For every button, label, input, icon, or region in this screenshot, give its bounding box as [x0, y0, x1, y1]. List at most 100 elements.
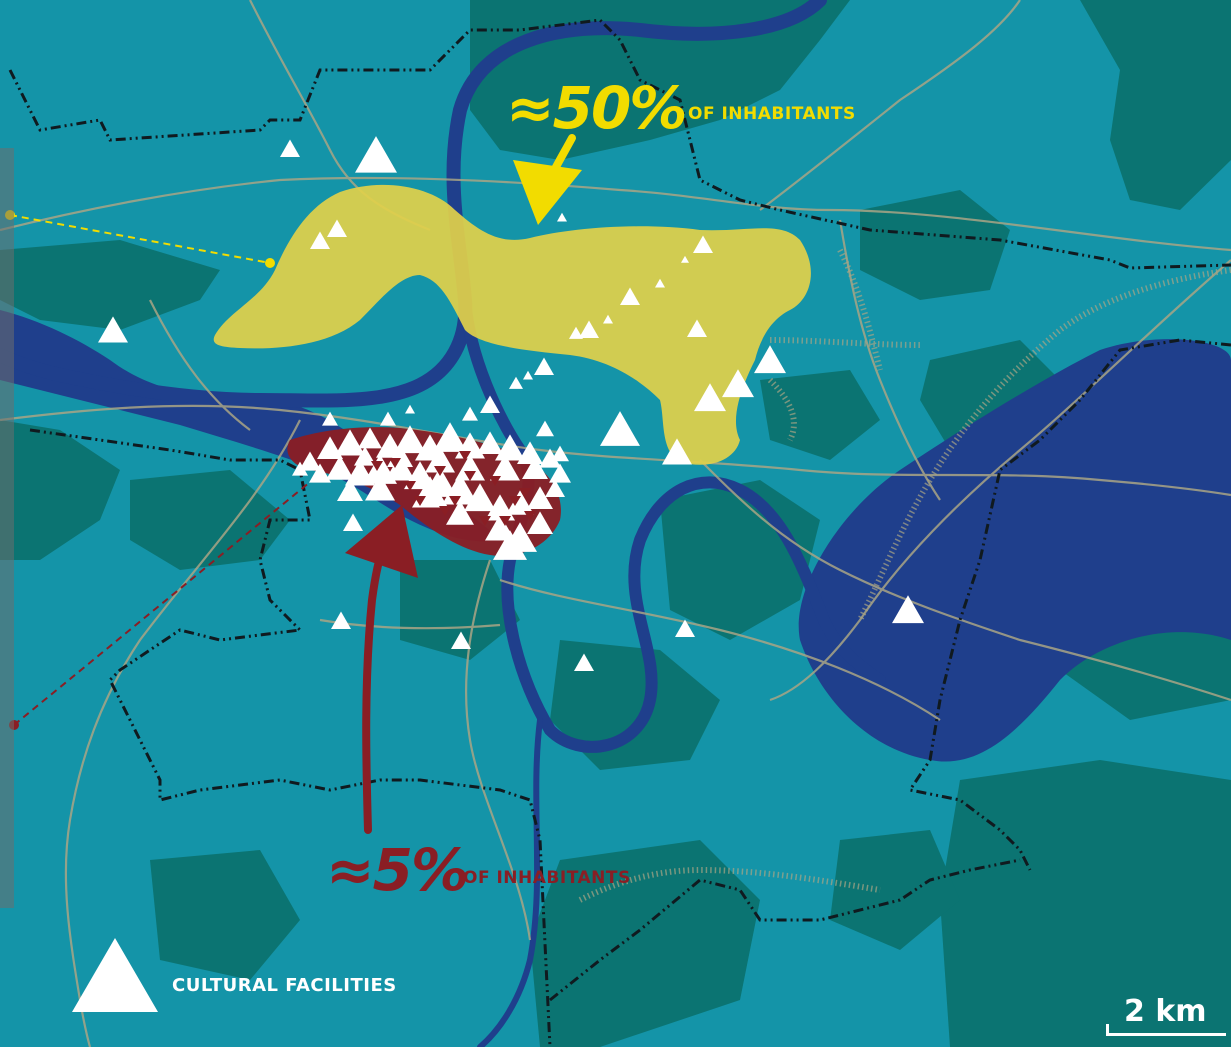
cultural-facility-icon [722, 369, 754, 398]
forest-patch [130, 470, 290, 570]
low-density-facility-icon [414, 496, 426, 506]
forest-patch [1080, 0, 1231, 210]
cultural-facility-icon [98, 316, 128, 343]
low-density-facility-icon [479, 516, 491, 526]
cultural-facility-icon [493, 530, 527, 560]
cultural-facility-icon [363, 454, 397, 484]
forest-patch [830, 830, 960, 950]
low-density-facility-icon [449, 496, 461, 506]
forest-patch [760, 370, 880, 460]
cultural-facility-icon [579, 320, 599, 338]
forest-patch [150, 850, 300, 980]
reservoir [798, 339, 1231, 762]
cultural-facilities-layer [98, 136, 924, 671]
cultural-facility-icon [569, 326, 583, 339]
red-leader-line [13, 481, 311, 726]
cultural-facility-icon [380, 411, 396, 426]
cultural-facility-icon [326, 455, 354, 480]
road [699, 459, 1231, 702]
road [499, 578, 941, 721]
cultural-facility-icon [557, 212, 567, 222]
cultural-facility-icon [451, 631, 471, 649]
cultural-facility-icon [681, 255, 689, 263]
center-percentage-label: ≈5% [326, 836, 469, 904]
cultural-facility-icon [310, 231, 330, 249]
cultural-facility-icon [433, 422, 467, 452]
cultural-facility-icon [536, 420, 554, 437]
boundary [29, 428, 552, 1047]
low-density-facility-icon [464, 471, 476, 481]
north-percentage-label: ≈50% [506, 74, 687, 142]
red-arrow-head [345, 505, 418, 578]
road [769, 259, 1231, 702]
cultural-facility-icon [539, 448, 561, 468]
low-density-facility-icon [499, 516, 511, 526]
cultural-facility-icon [495, 434, 525, 461]
cultural-facility-icon [343, 513, 363, 531]
cultural-facility-icon [694, 383, 726, 412]
cultural-facility-icon [522, 456, 548, 480]
low-density-facility-icon [389, 458, 401, 468]
cultural-facility-icon [309, 463, 331, 483]
cultural-facility-icon [385, 454, 415, 481]
yellow-arrow-head [513, 160, 582, 225]
photo-strip [0, 148, 14, 908]
cultural-facility-icon [480, 395, 500, 413]
forest-patch [0, 420, 120, 560]
cultural-facility-icon [675, 619, 695, 637]
low-density-facility-icon [404, 481, 416, 491]
forest-patch [400, 560, 520, 660]
cultural-facility-icon [551, 445, 569, 462]
railway [837, 248, 883, 371]
cultural-facility-icon [509, 376, 523, 389]
forest-patch [550, 640, 720, 770]
road [0, 176, 1231, 252]
cultural-facility-icon [354, 446, 376, 466]
low-density-facility-icon [489, 476, 501, 486]
road [149, 299, 251, 431]
cultural-facility-icon [455, 454, 485, 481]
cultural-facility-icon [280, 139, 300, 157]
cultural-facility-icon [574, 653, 594, 671]
cultural-facility-icon [620, 287, 640, 305]
cultural-facility-icon [490, 454, 520, 481]
cultural-facility-icon [662, 438, 692, 465]
cultural-facility-icon [331, 611, 351, 629]
yellow-inhabitant-zone [213, 184, 811, 465]
cultural-facility-icon [327, 219, 347, 237]
cultural-facility-icon [527, 486, 553, 510]
legend-label-cultural-facilities: CULTURAL FACILITIES [172, 975, 397, 996]
cultural-facility-icon [355, 136, 397, 173]
cultural-facility-icon [603, 314, 613, 324]
scale-bar-tick [1106, 1024, 1109, 1036]
cultural-facility-icon [462, 406, 478, 421]
forest-patch [860, 190, 1010, 300]
cultural-facility-icon [523, 370, 533, 380]
low-density-facility-icon [524, 511, 536, 521]
scale-label: 2 km [1124, 994, 1207, 1029]
railways [578, 248, 1231, 903]
railway [857, 267, 1231, 622]
cultural-facility-icon [477, 431, 503, 455]
cultural-facility-icon [693, 235, 713, 253]
cultural-facility-icon [358, 427, 382, 449]
railway [767, 377, 797, 442]
cultural-facility-icon [485, 494, 515, 521]
cultural-facility-icon [687, 319, 707, 337]
cultural-facility-icon [517, 441, 543, 465]
cultural-facility-icon [299, 451, 321, 471]
forest-patch [0, 240, 220, 330]
forest-patch [470, 0, 850, 160]
cultural-facility-icon [892, 595, 924, 624]
district-boundaries [8, 18, 1231, 1047]
cultural-facility-icon [337, 478, 363, 502]
low-density-facility-icon [459, 451, 471, 461]
road [759, 0, 1021, 211]
low-density-facility-icon [371, 461, 383, 471]
low-density-facility-icon [439, 506, 451, 516]
low-density-facility-icon [519, 488, 531, 498]
cultural-facility-icon [446, 500, 474, 525]
boundary [549, 858, 1021, 1002]
cultural-facility-icon [600, 411, 640, 446]
